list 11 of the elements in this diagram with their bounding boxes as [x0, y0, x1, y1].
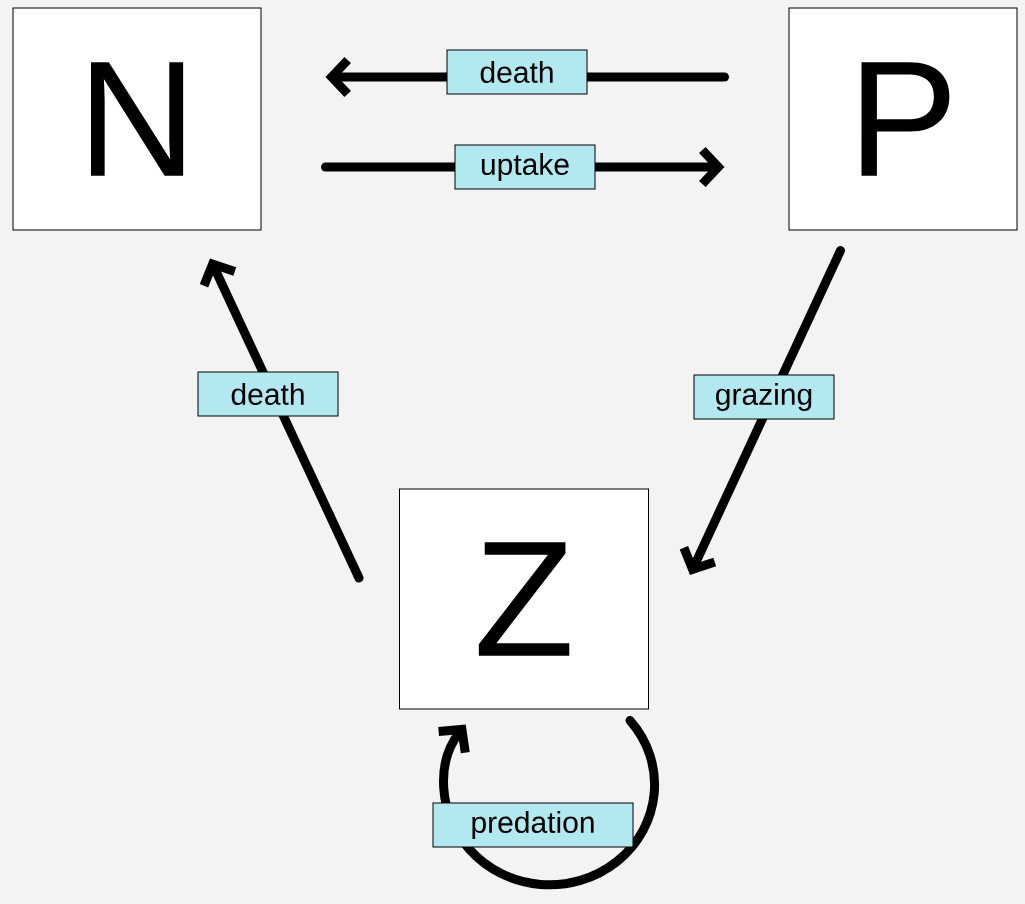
letter-box: N	[12, 7, 262, 231]
edge-label: predation	[432, 802, 634, 848]
arrow	[438, 716, 659, 890]
edge-label: death	[446, 49, 588, 95]
arrow	[679, 246, 845, 575]
edge-label: grazing	[693, 374, 835, 420]
letter-box: P	[788, 7, 1018, 231]
edge-label: death	[197, 371, 339, 417]
letter-box: Z	[399, 488, 649, 710]
edge-label: uptake	[454, 144, 596, 190]
arrow	[199, 258, 364, 583]
